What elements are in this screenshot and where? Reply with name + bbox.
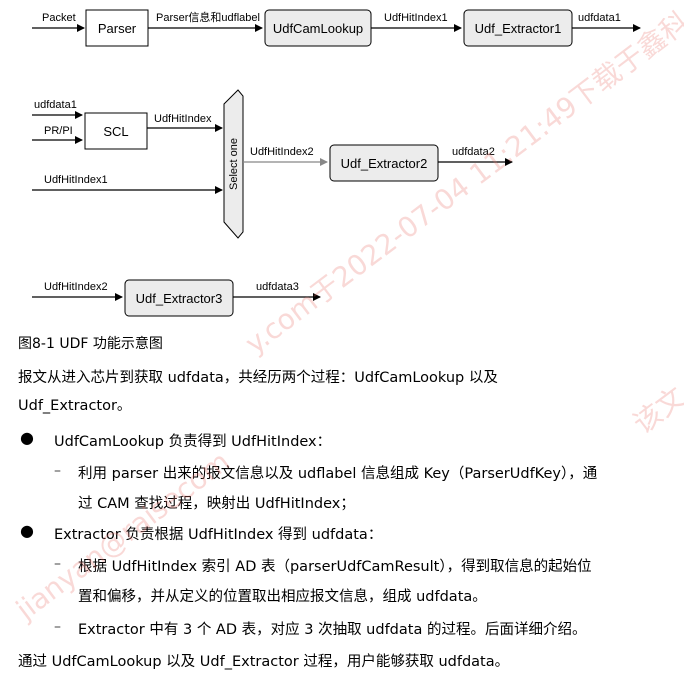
- intro-line-2: Udf_Extractor。: [18, 398, 132, 414]
- parser-out-label: Parser信息和udflabel: [156, 10, 260, 24]
- udfdata1-out-label: udfdata1: [578, 12, 621, 24]
- hit2-mid-label: UdfHitIndex2: [250, 146, 314, 158]
- sub-item-line: 利用 parser 出来的报文信息以及 udflabel 信息组成 Key（Pa…: [78, 466, 598, 482]
- extractor1-box-label: Udf_Extractor1: [475, 21, 562, 36]
- udfdata3-label: udfdata3: [256, 281, 299, 293]
- sub-item-line: Extractor 中有 3 个 AD 表，对应 3 次抽取 udfdata 的…: [78, 622, 587, 638]
- figure-caption: 图8-1 UDF 功能示意图: [18, 336, 163, 352]
- prpi-label: PR/PI: [44, 125, 73, 137]
- intro-line-1: 报文从进入芯片到获取 udfdata，共经历两个过程：UdfCamLookup …: [18, 370, 498, 386]
- hit1-label: UdfHitIndex1: [384, 12, 448, 24]
- sub-dash: –: [54, 619, 61, 635]
- cam-lookup-box-label: UdfCamLookup: [273, 21, 363, 36]
- udfdata2-label: udfdata2: [452, 146, 495, 158]
- sub-dash: –: [54, 463, 61, 479]
- udf-function-diagram: Packet Parser Parser信息和udflabel UdfCamLo…: [32, 9, 641, 317]
- select-one-label: Select one: [228, 138, 240, 190]
- sub-dash: –: [54, 556, 61, 572]
- sub-item-line: 根据 UdfHitIndex 索引 AD 表（parserUdfCamResul…: [78, 559, 592, 575]
- parser-box-label: Parser: [98, 21, 137, 36]
- bullet-dot: ●: [20, 521, 34, 540]
- watermark-text: 该文: [627, 380, 684, 441]
- bullet-extractor: Extractor 负责根据 UdfHitIndex 得到 udfdata：: [54, 527, 383, 543]
- bullet-dot: ●: [20, 428, 34, 447]
- scl-box-label: SCL: [103, 124, 128, 139]
- extractor2-box: [329, 144, 439, 182]
- closing-paragraph: 通过 UdfCamLookup 以及 Udf_Extractor 过程，用户能够…: [18, 654, 510, 670]
- udfdata1-in-label: udfdata1: [34, 99, 77, 111]
- hit1-in-label: UdfHitIndex1: [44, 174, 108, 186]
- bullet-cam-lookup: UdfCamLookup 负责得到 UdfHitIndex：: [54, 434, 332, 450]
- sub-item-line: 过 CAM 查找过程，映射出 UdfHitIndex；: [78, 496, 355, 512]
- extractor3-box: [124, 279, 234, 317]
- select-one-mux: [223, 89, 244, 239]
- hit2-in-label: UdfHitIndex2: [44, 281, 108, 293]
- scl-box: [84, 112, 148, 150]
- sub-item-line: 置和偏移，并从定义的位置取出相应报文信息，组成 udfdata。: [78, 589, 487, 605]
- scl-out-label: UdfHitIndex: [154, 113, 212, 125]
- extractor2-box-label: Udf_Extractor2: [341, 156, 428, 171]
- extractor3-box-label: Udf_Extractor3: [136, 291, 223, 306]
- packet-label: Packet: [42, 12, 76, 24]
